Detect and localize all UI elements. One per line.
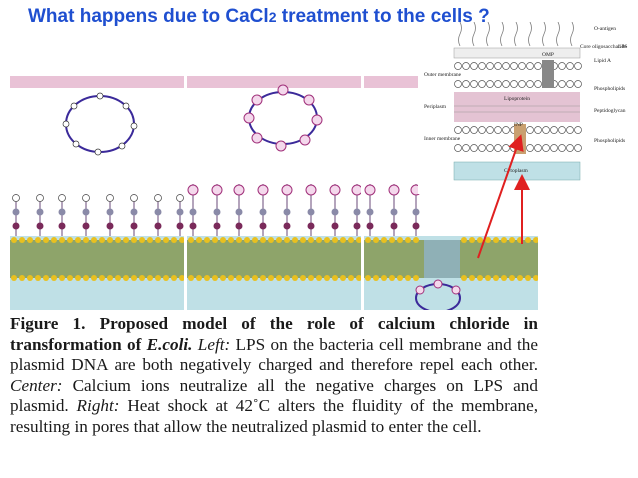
caption-center-label: Center: bbox=[10, 375, 63, 395]
label-o-antigen: O-antigen bbox=[594, 26, 616, 32]
slide-title: What happens due to CaCl2 treatment to t… bbox=[28, 6, 490, 27]
panel-right-heat-shock bbox=[364, 76, 538, 310]
label-inner-membrane: Inner membrane bbox=[424, 136, 461, 142]
panel-center-calcium-neutralized bbox=[187, 76, 361, 310]
label-lipoprotein: Lipoprotein bbox=[504, 96, 530, 102]
omp-protein bbox=[542, 60, 554, 88]
caption-organism: E.coli. bbox=[146, 334, 193, 354]
label-core-oligosaccharide: Core oligosaccharide bbox=[580, 44, 627, 50]
caption-right-label: Right: bbox=[76, 396, 120, 416]
panel-left-lps-repulsion bbox=[10, 76, 184, 310]
calcium-ions bbox=[187, 184, 361, 196]
label-periplasm: Periplasm bbox=[424, 104, 446, 110]
membrane-heads bbox=[11, 237, 184, 281]
label-lps: LPS bbox=[618, 44, 628, 50]
caption-right-text: Heat shock at 42˚C alters the fluidity o… bbox=[10, 396, 538, 436]
o-antigen-chains bbox=[458, 21, 574, 47]
caption-left-label: Left: bbox=[197, 334, 231, 354]
caption-left-text: LPS on the bacteria cell membrane and th… bbox=[10, 334, 538, 375]
label-lipid-a: Lipid A bbox=[594, 58, 611, 64]
label-phospholipids-top: Phospholipids bbox=[594, 86, 626, 92]
inp-protein bbox=[514, 124, 526, 154]
label-phospholipids-bottom: Phospholipids bbox=[594, 138, 626, 144]
label-omp: OMP bbox=[542, 52, 554, 58]
figure-caption: Figure 1. Proposed model of the role of … bbox=[10, 314, 538, 438]
label-outer-membrane: Outer membrane bbox=[424, 72, 462, 78]
label-inp: INP bbox=[514, 122, 523, 128]
cell-envelope-inset: O-antigen Core oligosaccharide LPS Lipid… bbox=[418, 21, 632, 194]
label-peptidoglycan: Peptidoglycan bbox=[594, 108, 626, 114]
label-cytoplasm: Cytoplasm bbox=[504, 168, 528, 174]
caption-center-text: Calcium ions neutralize all the negative… bbox=[10, 375, 538, 416]
caption-figure-label: Figure 1. Proposed model of the role of … bbox=[10, 314, 538, 354]
